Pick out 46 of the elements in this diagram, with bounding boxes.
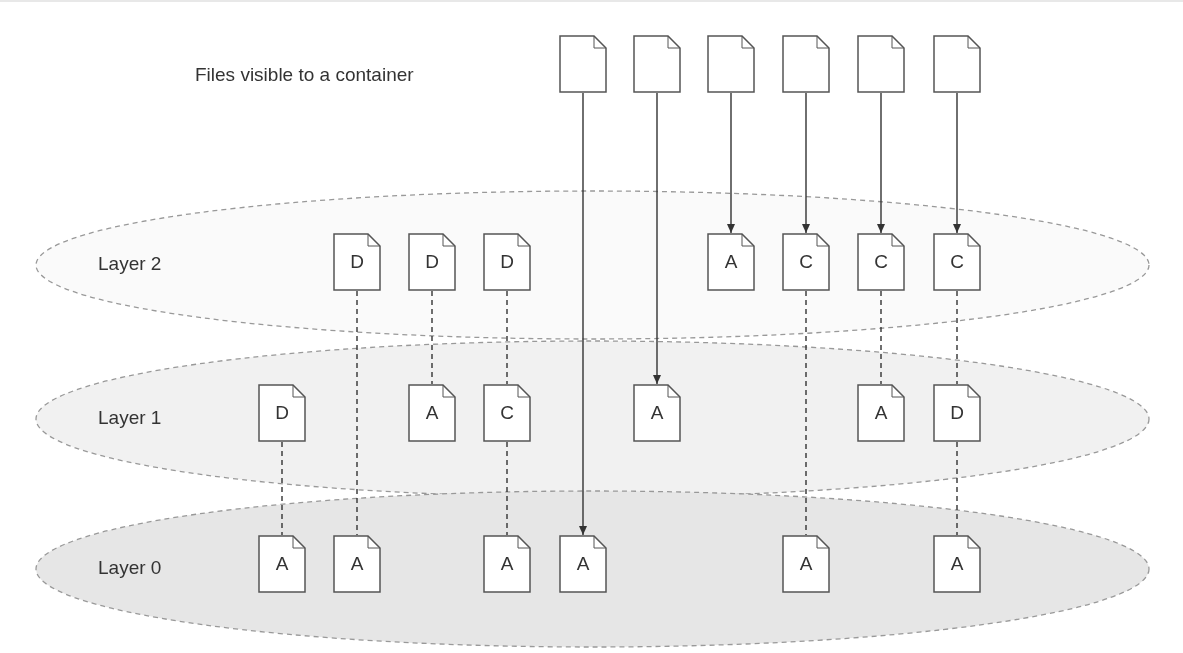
file-document: C: [782, 233, 830, 291]
arrow: [802, 92, 810, 234]
arrow: [727, 92, 735, 234]
file-document: [633, 35, 681, 93]
layer-ellipse: [35, 490, 1150, 648]
file-document: [707, 35, 755, 93]
file-document: C: [933, 233, 981, 291]
layer-label: Layer 2: [98, 253, 162, 275]
dashed-connector: [880, 290, 882, 385]
arrow: [877, 92, 885, 234]
file-document: D: [483, 233, 531, 291]
dashed-connector: [431, 290, 433, 385]
dashed-connector: [506, 290, 508, 385]
file-document: D: [258, 384, 306, 442]
file-document: C: [857, 233, 905, 291]
file-document: A: [933, 535, 981, 593]
file-document: [857, 35, 905, 93]
file-document: A: [633, 384, 681, 442]
file-document: A: [258, 535, 306, 593]
arrow: [953, 92, 961, 234]
dashed-connector: [805, 290, 807, 536]
dashed-connector: [356, 290, 358, 536]
layer-label: Layer 0: [98, 557, 162, 579]
caption-text: Files visible to a container: [195, 64, 414, 86]
dashed-connector: [956, 290, 958, 385]
file-document: A: [559, 535, 607, 593]
file-document: A: [333, 535, 381, 593]
dashed-connector: [506, 441, 508, 536]
file-document: [933, 35, 981, 93]
arrow: [579, 92, 587, 536]
file-document: A: [483, 535, 531, 593]
file-document: D: [933, 384, 981, 442]
file-document: A: [782, 535, 830, 593]
layer-ellipse: [35, 190, 1150, 340]
arrow: [653, 92, 661, 385]
file-document: D: [333, 233, 381, 291]
file-document: D: [408, 233, 456, 291]
layer-label: Layer 1: [98, 407, 162, 429]
file-document: [782, 35, 830, 93]
file-document: A: [857, 384, 905, 442]
dashed-connector: [281, 441, 283, 536]
file-document: A: [707, 233, 755, 291]
file-document: A: [408, 384, 456, 442]
file-document: C: [483, 384, 531, 442]
file-document: [559, 35, 607, 93]
dashed-connector: [956, 441, 958, 536]
